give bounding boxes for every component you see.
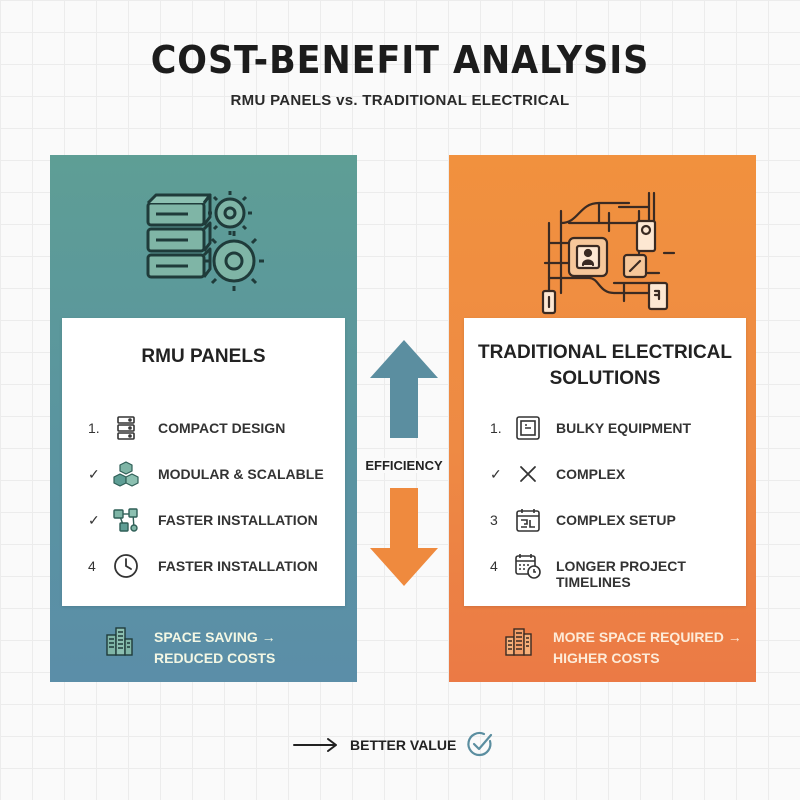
rmu-footer-text: SPACE SAVING → REDUCED COSTS bbox=[154, 629, 276, 666]
item-marker: 4 bbox=[490, 558, 498, 574]
calendar-clock-icon bbox=[515, 554, 541, 579]
efficiency-label: EFFICIENCY bbox=[360, 458, 448, 473]
rmu-card: RMU PANELS 1. COMPACT DESIGN ✓ bbox=[62, 318, 345, 606]
page-title: COST-BENEFIT ANALYSIS bbox=[150, 38, 650, 82]
clock-icon bbox=[114, 554, 138, 578]
up-arrow bbox=[370, 340, 438, 438]
buildings-icon bbox=[106, 627, 133, 656]
efficiency-arrows bbox=[370, 340, 438, 586]
item-marker: 3 bbox=[490, 512, 498, 528]
item-marker: ✓ bbox=[88, 466, 100, 482]
down-arrow bbox=[370, 488, 438, 586]
item-label: COMPLEX bbox=[556, 466, 626, 482]
server-gears-icon bbox=[146, 191, 264, 291]
traditional-panel: TRADITIONAL ELECTRICAL SOLUTIONS 1. BULK… bbox=[449, 155, 756, 682]
rmu-footer: SPACE SAVING → REDUCED COSTS bbox=[50, 623, 357, 673]
cubes-icon bbox=[113, 461, 139, 487]
item-marker: 1. bbox=[88, 420, 100, 436]
rmu-panel: RMU PANELS 1. COMPACT DESIGN ✓ bbox=[50, 155, 357, 682]
cabinet-icon bbox=[516, 416, 540, 440]
list-item: ✓ COMPLEX bbox=[464, 457, 746, 491]
item-label: COMPLEX SETUP bbox=[556, 512, 676, 528]
tangled-pipes-icon bbox=[541, 191, 676, 315]
list-item: 4 FASTER INSTALLATION bbox=[62, 549, 345, 583]
list-item: 1. COMPACT DESIGN bbox=[62, 411, 345, 445]
server-icon bbox=[117, 416, 135, 440]
better-value-label: BETTER VALUE bbox=[350, 737, 457, 753]
network-nodes-icon bbox=[113, 508, 138, 532]
list-item: 3 COMPLEX SETUP bbox=[464, 503, 746, 537]
traditional-card-title: TRADITIONAL ELECTRICAL SOLUTIONS bbox=[477, 342, 733, 389]
list-item: ✓ FASTER INSTALLATION bbox=[62, 503, 345, 537]
cross-icon bbox=[520, 466, 536, 482]
rmu-card-title: RMU PANELS bbox=[141, 346, 266, 367]
check-circle-icon bbox=[467, 731, 493, 757]
page-subtitle: RMU PANELS vs. TRADITIONAL ELECTRICAL bbox=[230, 92, 570, 109]
buildings-icon bbox=[505, 628, 532, 656]
item-marker: ✓ bbox=[490, 466, 502, 482]
item-label: FASTER INSTALLATION bbox=[158, 512, 318, 528]
traditional-footer-text: MORE SPACE REQUIRED → HIGHER COSTS bbox=[553, 629, 742, 666]
list-item: ✓ MODULAR & SCALABLE bbox=[62, 457, 345, 491]
list-item: 1. BULKY EQUIPMENT bbox=[464, 411, 746, 445]
item-label: BULKY EQUIPMENT bbox=[556, 420, 692, 436]
item-label: LONGER PROJECT TIMELINES bbox=[556, 558, 686, 590]
maze-calendar-icon bbox=[516, 509, 540, 532]
arrow-right-icon bbox=[293, 738, 337, 752]
item-label: MODULAR & SCALABLE bbox=[158, 466, 324, 482]
traditional-footer: MORE SPACE REQUIRED → HIGHER COSTS bbox=[449, 623, 756, 673]
item-marker: 1. bbox=[490, 420, 502, 436]
item-marker: ✓ bbox=[88, 512, 100, 528]
better-value-row: BETTER VALUE bbox=[292, 730, 512, 760]
item-label: COMPACT DESIGN bbox=[158, 420, 286, 436]
item-marker: 4 bbox=[88, 558, 96, 574]
traditional-card: TRADITIONAL ELECTRICAL SOLUTIONS 1. BULK… bbox=[464, 318, 746, 606]
item-label: FASTER INSTALLATION bbox=[158, 558, 318, 574]
list-item: 4 LONGER PROJECT TIMELINES bbox=[464, 549, 746, 590]
